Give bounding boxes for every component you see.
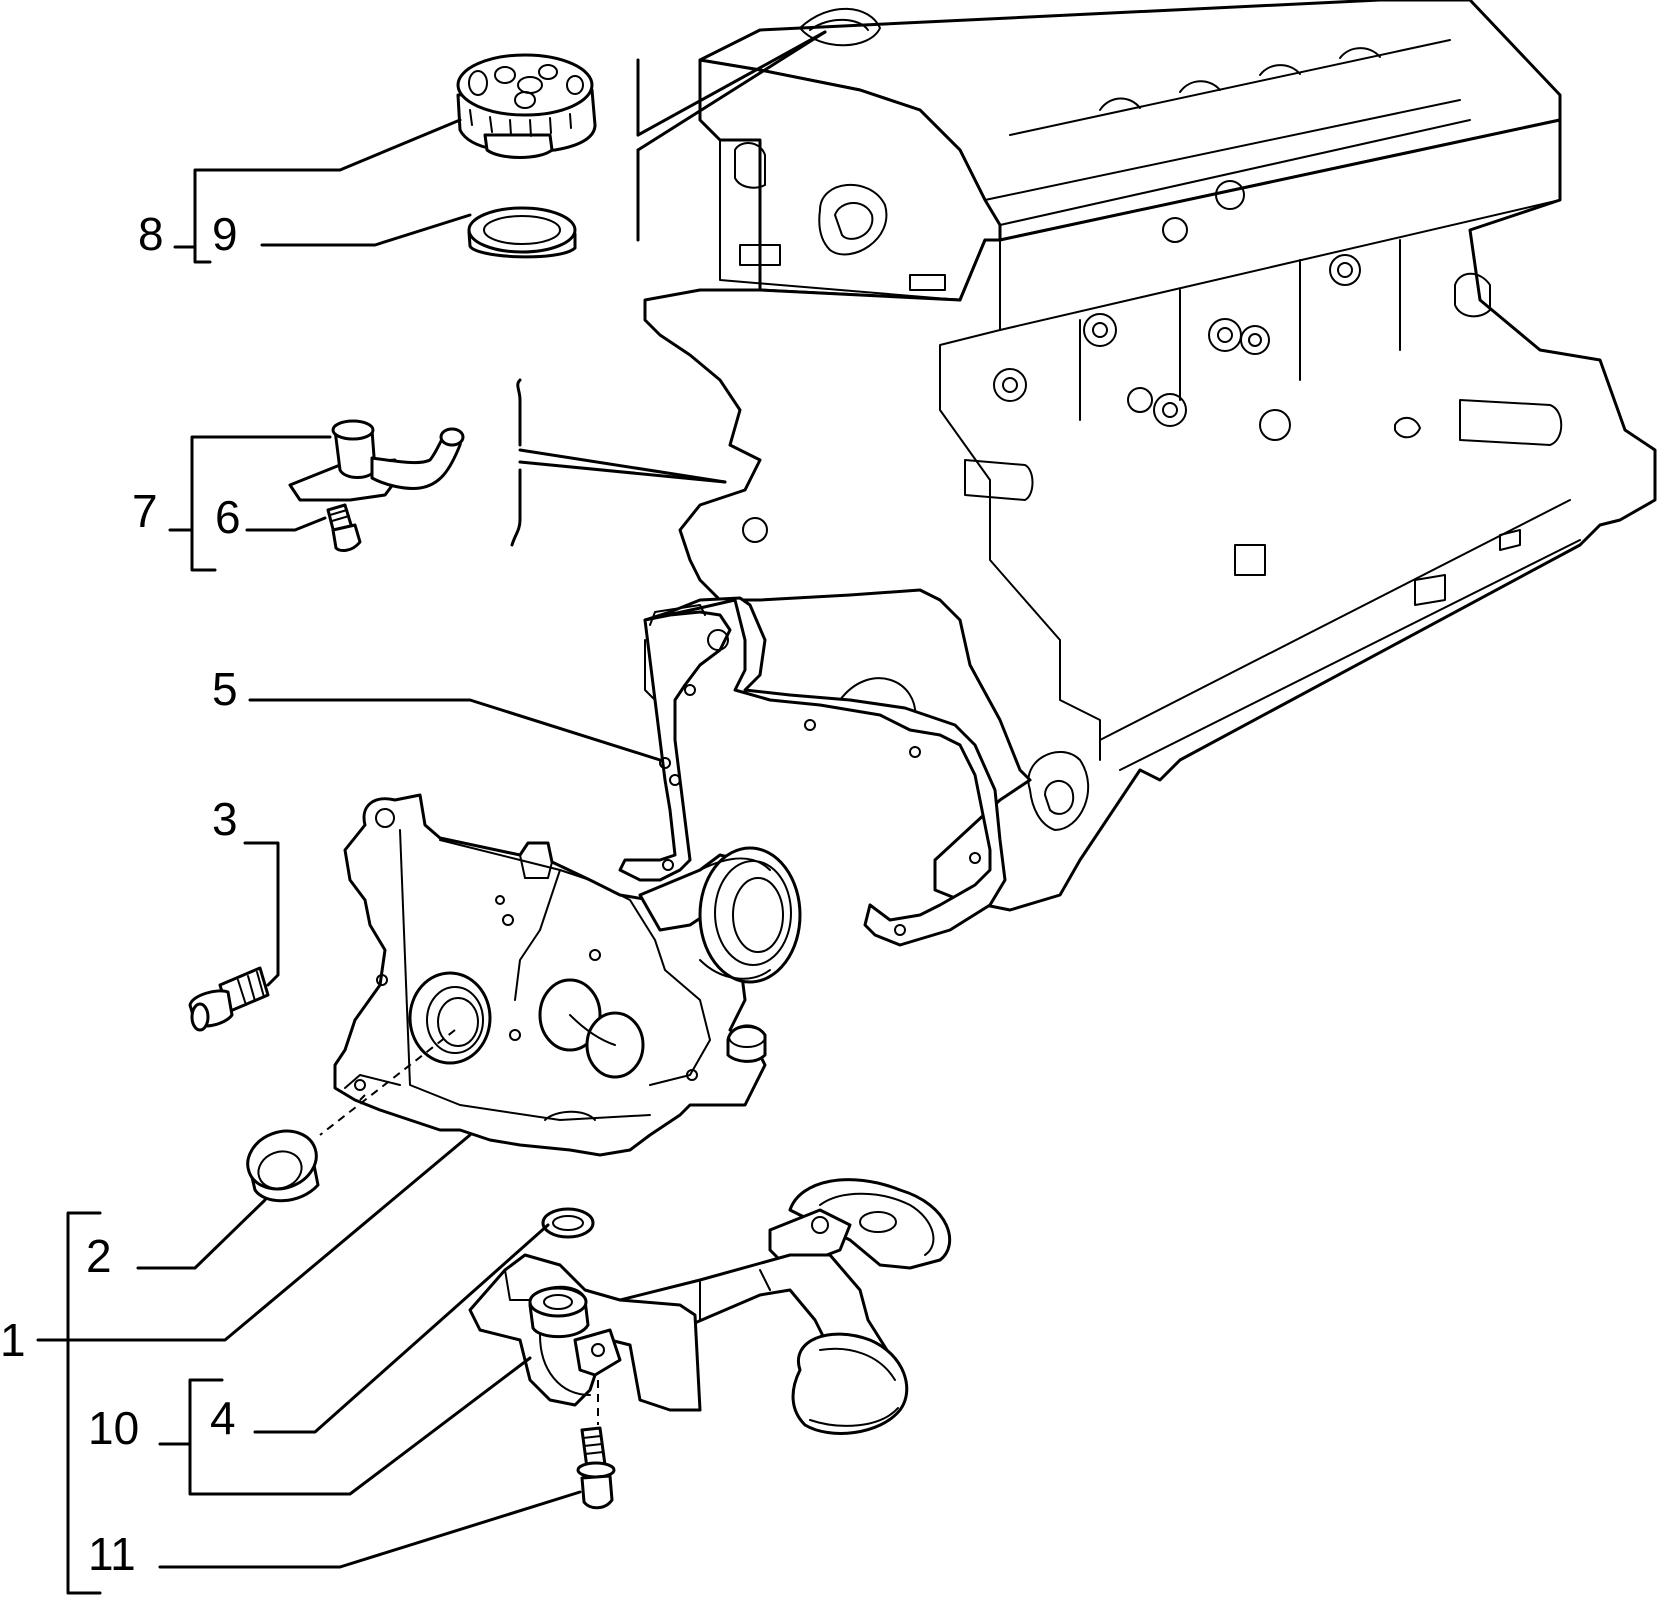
oil-filler-cap xyxy=(456,53,597,159)
callout-1: 1 xyxy=(0,1314,26,1366)
leader-lines xyxy=(36,118,662,1595)
oil-pickup-strainer xyxy=(468,1178,951,1435)
callout-9: 9 xyxy=(212,208,238,260)
callout-3: 3 xyxy=(212,793,238,845)
callout-7: 7 xyxy=(132,485,158,537)
callout-labels: 1 2 3 4 5 6 7 8 9 10 11 xyxy=(0,208,241,1580)
pump-bolt xyxy=(188,966,270,1032)
front-cover-gasket xyxy=(618,596,1007,947)
sensor-with-bracket xyxy=(288,419,465,502)
sensor-screw xyxy=(326,503,362,552)
callout-4: 4 xyxy=(210,1392,236,1444)
callout-8: 8 xyxy=(138,208,164,260)
callout-2: 2 xyxy=(86,1230,112,1282)
strainer-screw-and-washer xyxy=(576,1380,616,1510)
oil-pump-cover xyxy=(319,793,802,1157)
callout-10: 10 xyxy=(88,1402,139,1454)
callout-6: 6 xyxy=(215,491,241,543)
callout-5: 5 xyxy=(212,663,238,715)
cap-seal-ring xyxy=(467,206,577,259)
engine-block xyxy=(643,0,1657,912)
o-ring xyxy=(541,1207,595,1239)
callout-11: 11 xyxy=(88,1528,136,1580)
crankshaft-oil-seal xyxy=(246,1129,320,1203)
